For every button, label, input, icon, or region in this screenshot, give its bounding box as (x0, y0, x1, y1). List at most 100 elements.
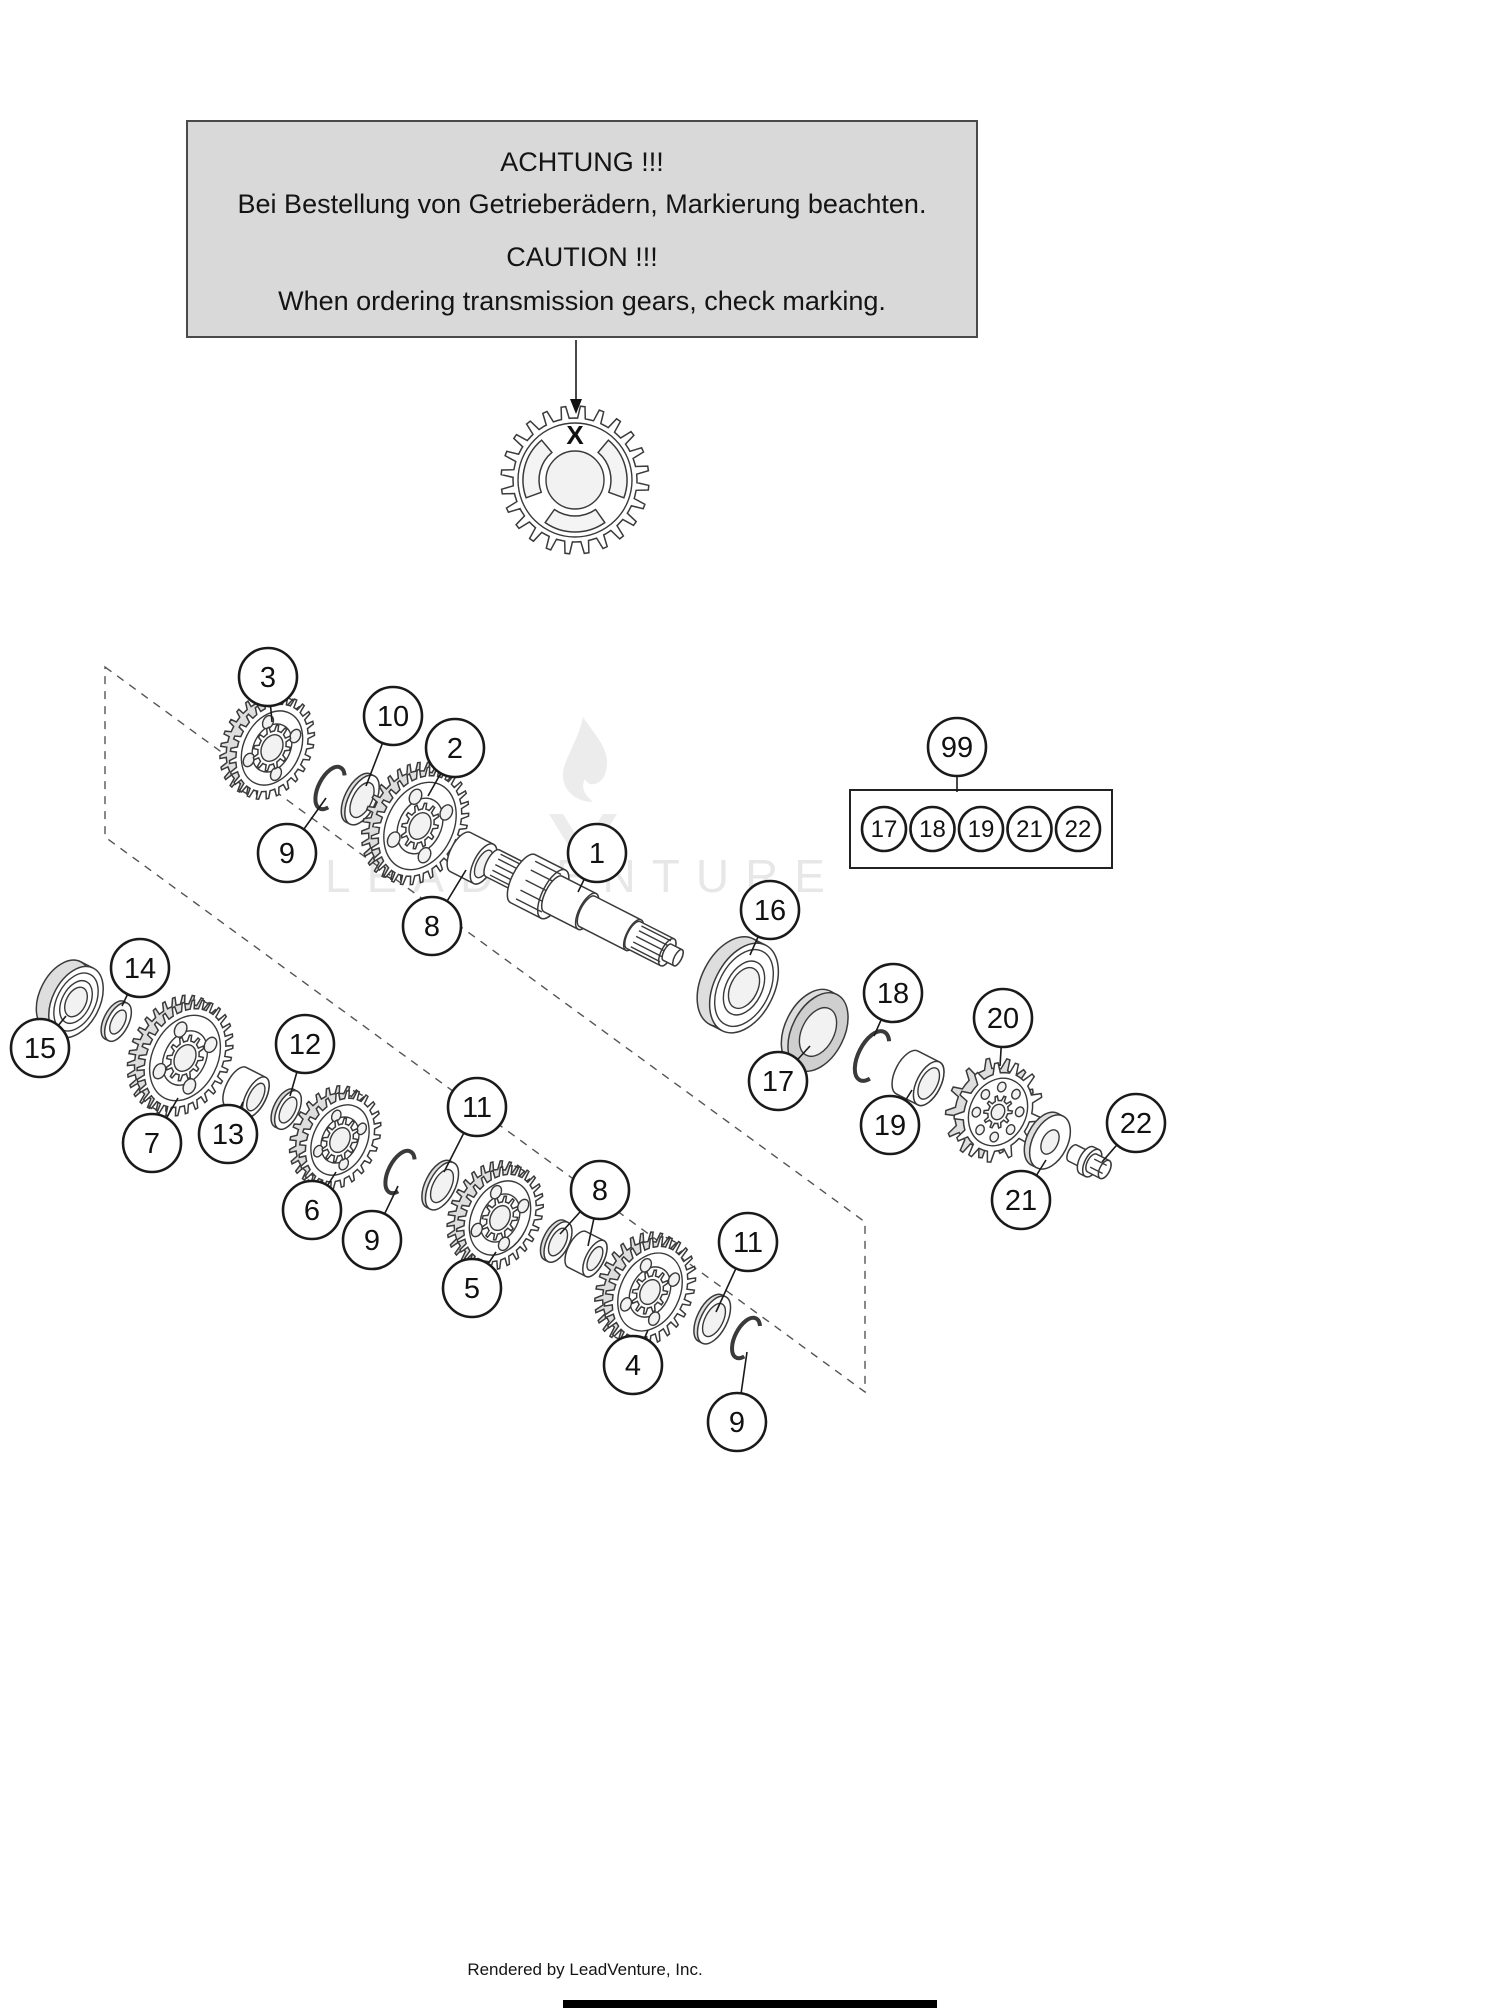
bottom-bar (563, 2000, 937, 2008)
part-callout[interactable]: 17 (749, 1046, 810, 1110)
washer-part (415, 1155, 465, 1215)
part-callout[interactable]: 11 (716, 1213, 777, 1312)
part-callout[interactable]: 2 (426, 719, 484, 796)
part-callout[interactable]: 99 (928, 718, 986, 792)
part-callout-label: 5 (464, 1273, 480, 1305)
washer-part (1016, 1106, 1079, 1176)
part-callout-label: 14 (124, 953, 156, 985)
legend-callout-label: 21 (1016, 816, 1043, 843)
assembly-outline (105, 667, 865, 1392)
part-callout[interactable]: 14 (111, 939, 169, 1006)
snap-ring-part (309, 762, 347, 812)
snap-ring-part (848, 1026, 892, 1084)
part-callout-label: 22 (1120, 1108, 1152, 1140)
washer-part (96, 997, 137, 1046)
part-callout-label: 10 (377, 701, 409, 733)
legend-callout-label: 18 (919, 816, 946, 843)
part-callout-label: 21 (1005, 1185, 1037, 1217)
gear-part (274, 1072, 397, 1203)
part-callout[interactable]: 18 (864, 964, 922, 1036)
part-callout[interactable]: 3 (239, 648, 297, 722)
marked-gear: X (501, 406, 649, 554)
part-callout[interactable]: 12 (276, 1015, 334, 1096)
caution-text-de: Bei Bestellung von Getrieberädern, Marki… (237, 189, 927, 220)
part-callout[interactable]: 8 (560, 1161, 629, 1246)
part-callout[interactable]: 9 (708, 1352, 766, 1451)
sprocket-part (929, 1043, 1058, 1177)
part-callout[interactable]: 9 (343, 1186, 401, 1269)
part-callout-label: 9 (279, 838, 295, 870)
part-callout[interactable]: 8 (403, 870, 466, 955)
bearing-part (683, 925, 792, 1044)
gear-marking: X (566, 420, 584, 450)
part-callout-label: 8 (592, 1175, 608, 1207)
part-callout-label: 11 (462, 1092, 492, 1124)
part-callout-label: 1 (589, 838, 605, 870)
bushing-part (886, 1046, 951, 1111)
washer-part (535, 1216, 578, 1267)
part-callout[interactable]: 6 (283, 1172, 341, 1239)
part-callout-label: 9 (729, 1407, 745, 1439)
part-callout[interactable]: 20 (974, 989, 1032, 1066)
part-callout-label: 2 (447, 733, 463, 765)
main-shaft-part (475, 836, 693, 983)
part-callout[interactable]: 19 (861, 1090, 919, 1154)
washer-part (266, 1085, 307, 1134)
part-callout[interactable]: 15 (11, 1016, 69, 1077)
caution-heading-de: ACHTUNG !!! (500, 147, 664, 177)
part-callout-label: 16 (754, 895, 786, 927)
washer-part (769, 979, 860, 1081)
part-callout-label: 8 (424, 911, 440, 943)
gear-part (577, 1217, 713, 1363)
legend-callout-label: 22 (1065, 816, 1092, 843)
part-callout-label: 11 (733, 1227, 763, 1259)
part-callout-label: 12 (289, 1029, 321, 1061)
legend-box: 17 18 19 21 22 (850, 790, 1112, 868)
part-callout[interactable]: 7 (123, 1098, 181, 1172)
gear-part (343, 746, 488, 902)
washer-part (334, 768, 386, 830)
legend-callout[interactable]: 18 (911, 807, 955, 851)
part-callout[interactable]: 10 (364, 687, 422, 786)
gear-part (430, 1146, 560, 1285)
part-callout-label: 13 (212, 1119, 244, 1151)
part-callout-label: 7 (144, 1128, 160, 1160)
part-callout[interactable]: 5 (443, 1252, 501, 1317)
gear-part (203, 677, 331, 813)
legend-callout-label: 17 (871, 816, 898, 843)
part-callout-label: 99 (941, 732, 973, 764)
caution-heading-en: CAUTION !!! (506, 241, 658, 272)
legend-callout[interactable]: 21 (1008, 807, 1052, 851)
part-callout-label: 3 (260, 662, 276, 694)
part-callout[interactable]: 16 (741, 881, 799, 955)
part-callout-label: 19 (874, 1110, 906, 1142)
legend-callout[interactable]: 17 (862, 807, 906, 851)
legend-callout-label: 19 (968, 816, 995, 843)
part-callout[interactable]: 4 (604, 1330, 662, 1394)
footer-credit: Rendered by LeadVenture, Inc. (467, 1960, 703, 1979)
part-callout-label: 18 (877, 978, 909, 1010)
part-callout[interactable]: 21 (992, 1160, 1050, 1229)
legend-callout[interactable]: 22 (1056, 807, 1100, 851)
bushing-part (560, 1228, 612, 1281)
gear-part (109, 979, 252, 1132)
part-callout[interactable]: 1 (568, 824, 626, 892)
arrow-icon (570, 399, 582, 414)
part-callout-label: 17 (762, 1066, 794, 1098)
part-callout[interactable]: 13 (199, 1102, 257, 1163)
part-callout[interactable]: 22 (1102, 1094, 1165, 1162)
caution-box: ACHTUNG !!! Bei Bestellung von Getrieber… (186, 120, 978, 338)
snap-ring-part (726, 1313, 762, 1360)
part-callout[interactable]: 9 (258, 798, 326, 882)
bolt-part (1062, 1138, 1116, 1185)
part-callout[interactable]: 11 (444, 1078, 506, 1172)
part-callout-label: 20 (987, 1003, 1019, 1035)
caution-text-en: When ordering transmission gears, check … (278, 286, 886, 317)
legend-callout[interactable]: 19 (959, 807, 1003, 851)
washer-part (687, 1289, 737, 1349)
part-callout-label: 6 (304, 1195, 320, 1227)
part-callout-label: 4 (625, 1350, 641, 1382)
part-callout-label: 15 (24, 1033, 56, 1065)
